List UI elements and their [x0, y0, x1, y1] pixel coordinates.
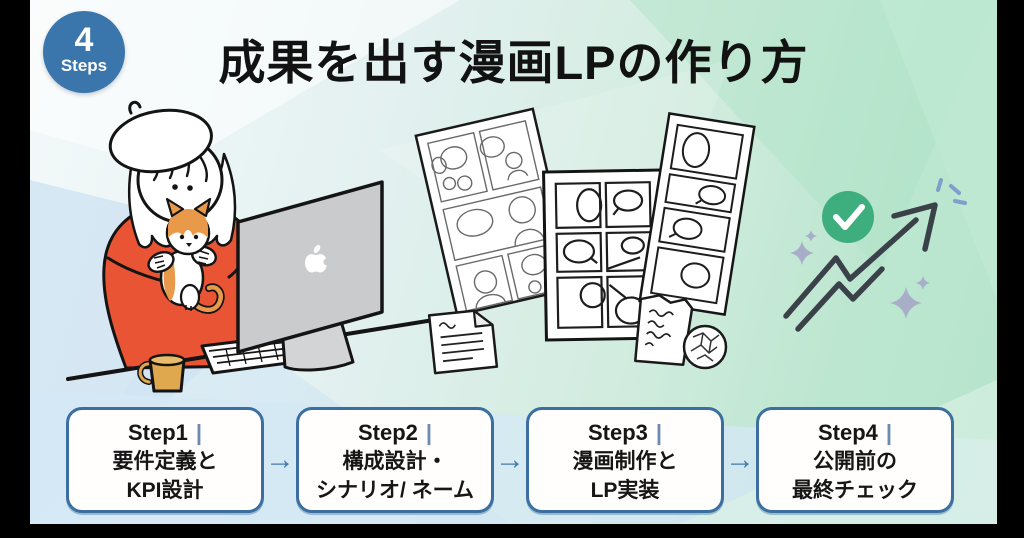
step-3-divider: | [655, 420, 663, 445]
step-box-2: Step2 | 構成設計・ シナリオ/ ネーム [296, 407, 494, 513]
steps-count-badge: 4 Steps [43, 11, 125, 93]
check-icon [822, 191, 874, 243]
step-2-label: Step2 [357, 420, 418, 445]
torn-paper-icon [634, 294, 694, 366]
eye-left [172, 184, 178, 190]
growth-arrow-icon [783, 202, 938, 332]
beret-stem [128, 100, 142, 115]
paper-note-icon [427, 309, 499, 375]
eye-right [187, 185, 193, 191]
step-box-1: Step1 | 要件定義と KPI設計 [66, 407, 264, 513]
step-flow: Step1 | 要件定義と KPI設計 → Step2 | 構成設計・ シナリオ/ … [30, 0, 997, 524]
step-4-label: Step4 [817, 420, 878, 445]
right-arrow-icon: → [495, 443, 525, 476]
step-1-line-2: KPI設計 [126, 479, 204, 502]
step-2-line-2: シナリオ/ ネーム [315, 479, 475, 502]
badge-number: 4 [74, 21, 94, 59]
mug-icon [137, 353, 186, 393]
step-1-head: Step1 | [69, 419, 261, 447]
step-2-head: Step2 | [299, 419, 491, 447]
page-title: 成果を出す漫画LPの作り方 [218, 36, 809, 89]
cat-icon [147, 197, 225, 314]
step-3-head: Step3 | [529, 419, 721, 447]
right-arrow-icon: → [725, 443, 755, 476]
step-2-divider: | [425, 420, 433, 445]
woman-with-cat-illustration [66, 100, 454, 393]
step-4-head: Step4 | [759, 419, 951, 447]
step-1-divider: | [195, 420, 203, 445]
step-2-line-1: 構成設計・ [342, 450, 448, 473]
illustration-layer [66, 100, 967, 393]
sparkle-icon [790, 230, 930, 319]
crumpled-paper-icon [682, 324, 728, 370]
step-3-label: Step3 [587, 420, 648, 445]
step-4-line-2: 最終チェック [792, 479, 918, 502]
beret-icon [108, 108, 213, 174]
manga-page-icon [638, 112, 756, 316]
step-box-4: Step4 | 公開前の 最終チェック [756, 407, 954, 513]
step-box-3: Step3 | 漫画制作と LP実装 [526, 407, 724, 513]
infographic-canvas: 4 Steps 成果を出す漫画LPの作り方 Step1 | 要件定義と KPI設計… [30, 0, 997, 524]
step-3-line-2: LP実装 [590, 479, 660, 502]
manga-pages-illustration [414, 107, 756, 375]
right-arrow-icon: → [265, 443, 295, 476]
step-4-divider: | [885, 420, 893, 445]
step-4-line-1: 公開前の [813, 450, 897, 473]
spark-dashes [936, 178, 967, 205]
badge-label: Steps [60, 56, 108, 75]
apple-logo [305, 244, 331, 273]
step-1-label: Step1 [127, 420, 188, 445]
step-1-line-1: 要件定義と [112, 450, 218, 473]
imac-icon [236, 180, 384, 354]
step-3-line-1: 漫画制作と [572, 450, 678, 473]
growth-illustration [783, 178, 967, 332]
manga-page-icon [542, 168, 666, 342]
